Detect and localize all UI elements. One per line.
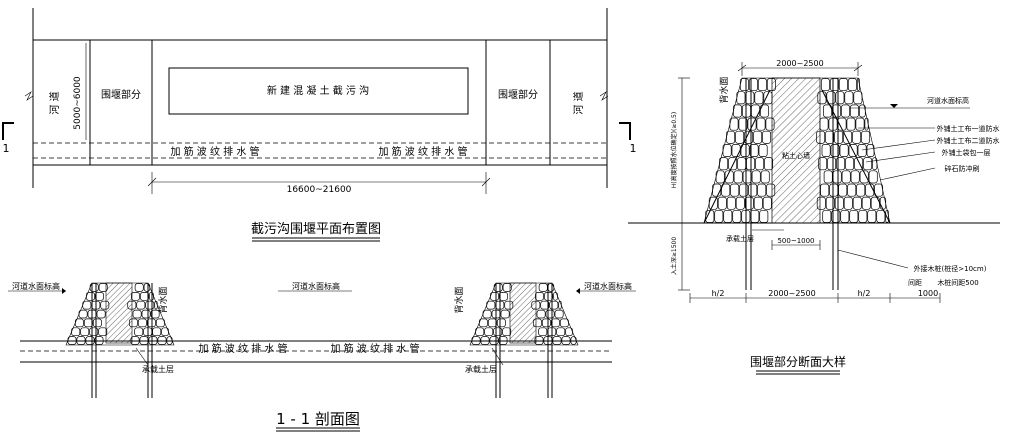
plan-new-trench-label: 新 建 混 凝 土 截 污 沟: [267, 84, 369, 97]
plan-section-mark-right-label: 1: [630, 142, 637, 155]
plan-cofferdam-right: 围堰部分: [498, 88, 538, 101]
det-water-level: 河道水面标高: [927, 96, 969, 105]
stone-course: [67, 283, 173, 345]
plan-pipe-right: 加 筋 波 纹 排 水 管: [378, 145, 467, 158]
det-inner-dim: 500~1000: [777, 237, 814, 245]
det-riprap: 碎石防冲刷: [945, 164, 980, 173]
left-dam: [65, 282, 175, 398]
sec-soil-right: 承载土层: [465, 364, 497, 374]
det-layer1: 外铺土工布一道防水: [937, 124, 1000, 133]
det-layer3: 外铺土袋包一层: [942, 148, 991, 157]
det-top-dim: 2000~2500: [776, 59, 823, 68]
section-mark-left: [2, 122, 14, 140]
plan-river-right: 河 道: [572, 91, 585, 114]
plan-dim-width: 5000~6000: [73, 76, 83, 130]
plan-view: 河 道 河 道 5000~6000 围堰部分 围堰部分 新 建 混 凝 土 截 …: [2, 8, 637, 242]
sec-pipe-left: 加 筋 波 纹 排 水 管: [198, 342, 287, 355]
det-bottom-h2-left: h/2: [712, 289, 725, 298]
det-title: 围堰部分断面大样: [750, 354, 846, 369]
sec-pipe-right: 加 筋 波 纹 排 水 管: [330, 342, 419, 355]
det-pile-spacing-label: 间距: [908, 279, 922, 287]
new-trench-box: [168, 67, 469, 115]
sec-upstream-left: 背水面: [157, 286, 169, 313]
sec-upstream-right: 背水面: [453, 286, 465, 313]
section-1-1: 河道水面标高 河道水面标高 河道水面标高 背水面 背水面 加 筋 波 纹 排 水…: [8, 281, 636, 432]
sec-water-left: 河道水面标高: [12, 281, 60, 291]
det-bottom-h2-right: h/2: [858, 289, 871, 298]
plan-river-left: 河 道: [48, 91, 61, 114]
det-clay-core: 粘土心墙: [782, 151, 810, 160]
det-bottom-right: 1000: [918, 289, 938, 298]
det-layer2: 外铺土工布二道防水: [937, 136, 1000, 145]
det-bottom-mid: 2000~2500: [768, 289, 815, 298]
det-height-dim: H(高度按照水位确定)(≥0.5): [670, 112, 678, 188]
sec-title: 1 - 1 剖面图: [276, 410, 360, 428]
plan-title: 截污沟围堰平面布置图: [251, 222, 381, 237]
right-dam: [469, 282, 579, 398]
sec-water-mid: 河道水面标高: [292, 281, 340, 291]
detail-section: 2000~2500 背水面 粘土心墙 河道水面标高 外铺土工布一道防水 外铺土工…: [628, 59, 1000, 375]
det-pile-spacing-value: 木桩间距500: [937, 278, 978, 287]
det-back-face: 背水面: [718, 76, 730, 103]
plan-section-mark-left-label: 1: [3, 142, 10, 155]
det-soil: 承载土层: [726, 234, 754, 243]
plan-dim-length: 16600~21600: [287, 185, 352, 195]
sec-soil-left: 承载土层: [142, 364, 174, 374]
plan-cofferdam-left: 围堰部分: [101, 88, 141, 101]
det-pile-note: 外接木桩(桩径>10cm): [914, 264, 987, 273]
plan-pipe-left: 加 筋 波 纹 排 水 管: [170, 145, 259, 158]
section-mark-right: [619, 122, 631, 140]
det-embed-dim: 入土深≥1500: [670, 237, 678, 275]
stone-course: [471, 283, 577, 345]
sec-water-right: 河道水面标高: [584, 281, 632, 291]
